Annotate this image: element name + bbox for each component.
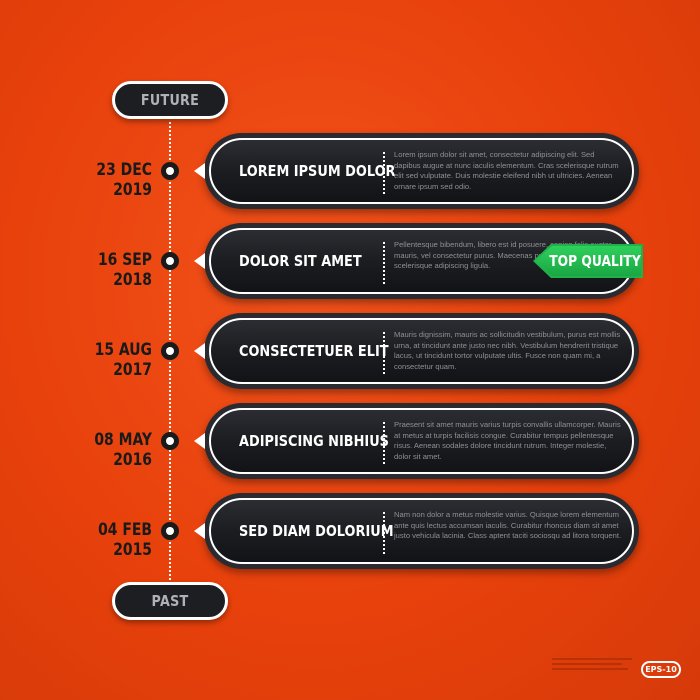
- card-pointer: [194, 163, 205, 179]
- card-divider: [383, 152, 385, 194]
- past-label-text: PAST: [151, 592, 189, 610]
- event-title: LOREM IPSUM DOLOR: [239, 162, 396, 180]
- card-divider: [383, 422, 385, 464]
- event-date: 23 DEC 2019: [96, 160, 152, 200]
- event-description: Praesent sit amet mauris varius turpis c…: [394, 420, 621, 461]
- event-date: 04 FEB 2015: [98, 520, 152, 560]
- card-divider: [383, 512, 385, 554]
- event-description: Pellentesque bibendum, libero est id pos…: [394, 240, 612, 271]
- top-quality-badge: TOP QUALITY: [533, 244, 643, 278]
- eps-label: EPS-10: [645, 665, 677, 674]
- card-body: SED DIAM DOLORIUM Nam non dolor a metus …: [209, 498, 634, 564]
- event-title: CONSECTETUER ELIT: [239, 342, 389, 360]
- card-body: LOREM IPSUM DOLOR Lorem ipsum dolor sit …: [209, 138, 634, 204]
- event-card: LOREM IPSUM DOLOR Lorem ipsum dolor sit …: [194, 133, 639, 209]
- timeline-dot: [161, 432, 179, 450]
- event-date: 15 AUG 2017: [94, 340, 152, 380]
- event-date: 16 SEP 2018: [97, 250, 152, 290]
- event-title: ADIPISCING NIBHIUS: [239, 432, 389, 450]
- badge-fill: [535, 246, 641, 276]
- event-description: Lorem ipsum dolor sit amet, consectetur …: [394, 150, 619, 191]
- card-pointer: [194, 433, 205, 449]
- badge-label: TOP QUALITY: [549, 252, 641, 270]
- event-description: Mauris dignissim, mauris ac sollicitudin…: [394, 330, 621, 371]
- card-pointer: [194, 343, 205, 359]
- event-title: DOLOR SIT AMET: [239, 252, 362, 270]
- future-label-text: FUTURE: [140, 91, 200, 109]
- event-description: Nam non dolor a metus molestie varius. Q…: [394, 510, 622, 541]
- card-pointer: [194, 253, 205, 269]
- watermark: [552, 658, 632, 678]
- event-date: 08 MAY 2016: [94, 430, 152, 470]
- future-label: FUTURE: [112, 81, 228, 119]
- timeline-dot: [161, 342, 179, 360]
- timeline-dot: [161, 252, 179, 270]
- eps-badge: EPS-10: [641, 661, 681, 678]
- event-card: ADIPISCING NIBHIUS Praesent sit amet mau…: [194, 403, 639, 479]
- card-divider: [383, 332, 385, 374]
- past-label: PAST: [112, 582, 228, 620]
- event-card: CONSECTETUER ELIT Mauris dignissim, maur…: [194, 313, 639, 389]
- event-title: SED DIAM DOLORIUM: [239, 522, 394, 540]
- card-body: ADIPISCING NIBHIUS Praesent sit amet mau…: [209, 408, 634, 474]
- card-body: CONSECTETUER ELIT Mauris dignissim, maur…: [209, 318, 634, 384]
- timeline-dot: [161, 162, 179, 180]
- timeline-dot: [161, 522, 179, 540]
- card-divider: [383, 242, 385, 284]
- card-pointer: [194, 523, 205, 539]
- event-card: SED DIAM DOLORIUM Nam non dolor a metus …: [194, 493, 639, 569]
